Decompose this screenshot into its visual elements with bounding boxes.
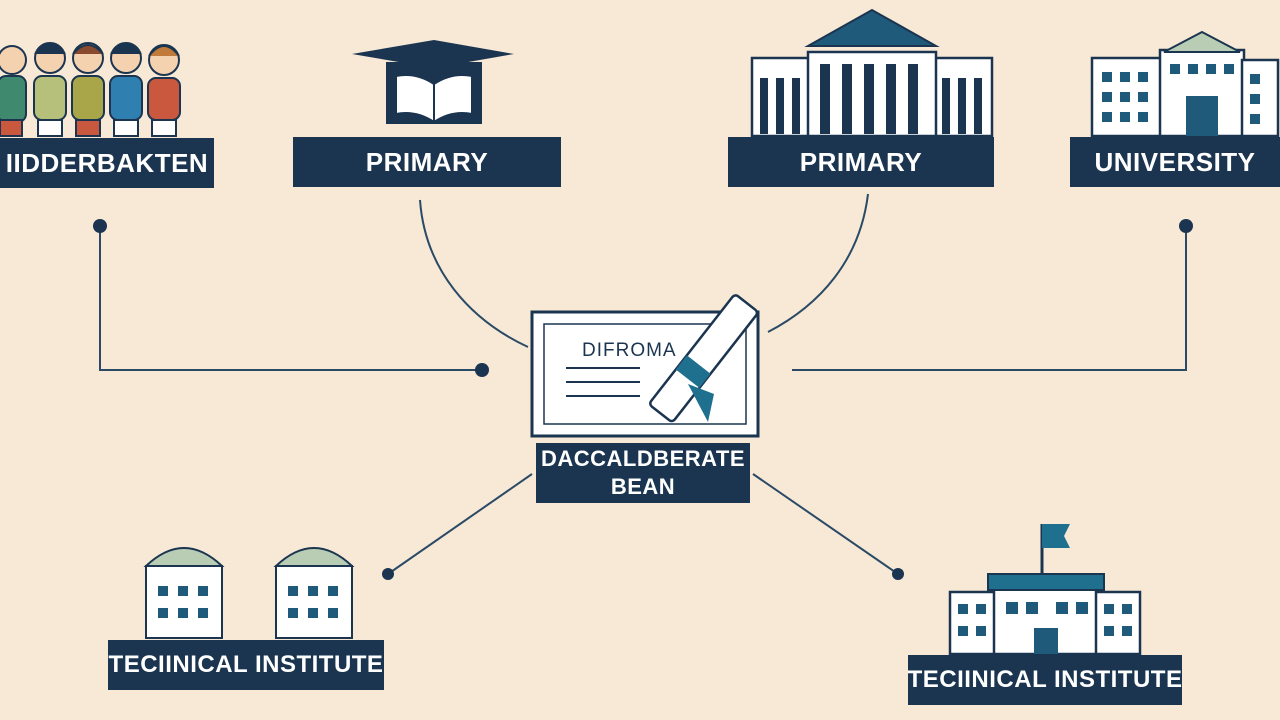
connector-technical-2: [752, 473, 899, 575]
children-group-icon: [0, 42, 181, 137]
node-dot: [93, 219, 107, 233]
label-university: UNIVERSITY: [1070, 137, 1280, 187]
label-center: DACCALDBERATE BEAN: [536, 443, 750, 503]
label-center-line1: DACCALDBERATE: [540, 446, 746, 471]
node-dot: [1179, 219, 1193, 233]
node-dot: [475, 363, 489, 377]
graduation-cap-icon: [352, 40, 514, 124]
diploma-icon: [530, 294, 760, 438]
label-technical-2: TECIINICAL INSTITUTE: [908, 655, 1182, 705]
label-technical-1: TECIINICAL INSTITUTE: [108, 640, 384, 690]
diploma-title: DIFROMA: [582, 340, 677, 361]
label-center-line2: BEAN: [610, 474, 676, 499]
classical-building-icon: [750, 8, 994, 138]
university-building-icon: [1090, 30, 1280, 138]
node-dot: [382, 568, 394, 580]
connector-university: [792, 226, 1187, 371]
connector-technical-1: [387, 473, 533, 575]
connector-kindergarten: [99, 226, 482, 371]
node-dot: [892, 568, 904, 580]
connector-primary-2: [767, 193, 869, 333]
connector-primary-1: [419, 199, 529, 348]
label-kindergarten: IIDDERBAKTEN: [0, 138, 214, 188]
flag-building-icon: [948, 524, 1142, 656]
label-primary-1: PRIMARY: [293, 137, 561, 187]
label-primary-2: PRIMARY: [728, 137, 994, 187]
technical-institute-icon: [143, 547, 355, 639]
